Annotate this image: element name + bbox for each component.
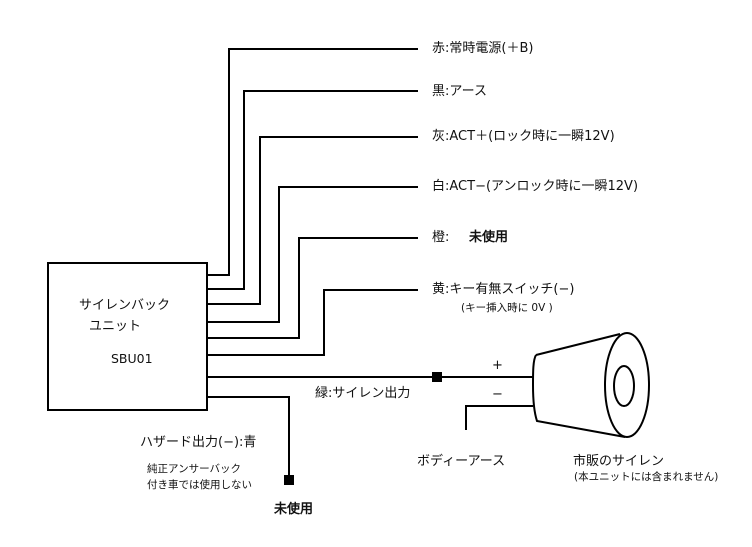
blue-unused-status: 未使用: [274, 502, 314, 517]
label-yellow-wire: 黄:キー有無スイッチ(−): [432, 282, 575, 297]
unit-name-line2: ユニット: [89, 319, 142, 334]
body-ground-label: ボディーアース: [417, 454, 506, 469]
wire-blue: [207, 396, 290, 478]
unit-name-line1: サイレンバック: [79, 298, 171, 313]
unit-box: [47, 262, 208, 411]
wire-yellow: [207, 289, 418, 356]
label-red-wire: 赤:常時電源(＋B): [432, 41, 534, 56]
label-blue-wire: ハザード出力(−):青: [140, 435, 257, 450]
siren-plus-label: +: [492, 358, 503, 373]
wire-red: [207, 48, 418, 276]
blue-terminal: [284, 475, 294, 485]
label-green-wire: 緑:サイレン出力: [315, 386, 411, 401]
orange-unused-status: 未使用: [469, 230, 509, 245]
label-black-wire: 黒:アース: [432, 84, 487, 99]
siren-title: 市販のサイレン: [573, 454, 665, 469]
label-orange-wire: 橙:: [432, 230, 450, 245]
unit-model: SBU01: [111, 351, 153, 366]
wire-body-ground: [465, 405, 533, 430]
blue-wire-note-line1: 純正アンサーバック: [147, 463, 241, 475]
blue-wire-note-line2: 付き車では使用しない: [147, 479, 252, 491]
wire-white: [207, 186, 418, 323]
wire-orange: [207, 237, 418, 339]
yellow-wire-note: (キー挿入時に 0V ): [461, 302, 553, 314]
siren-icon: [531, 332, 650, 438]
siren-minus-label: −: [492, 387, 503, 402]
siren-note: (本ユニットには含まれません): [574, 471, 719, 483]
wire-gray: [207, 136, 418, 305]
label-white-wire: 白:ACT−(アンロック時に一瞬12V): [432, 179, 639, 194]
green-terminal: [432, 372, 442, 382]
wire-black: [207, 90, 418, 290]
label-gray-wire: 灰:ACT＋(ロック時に一瞬12V): [432, 129, 615, 144]
